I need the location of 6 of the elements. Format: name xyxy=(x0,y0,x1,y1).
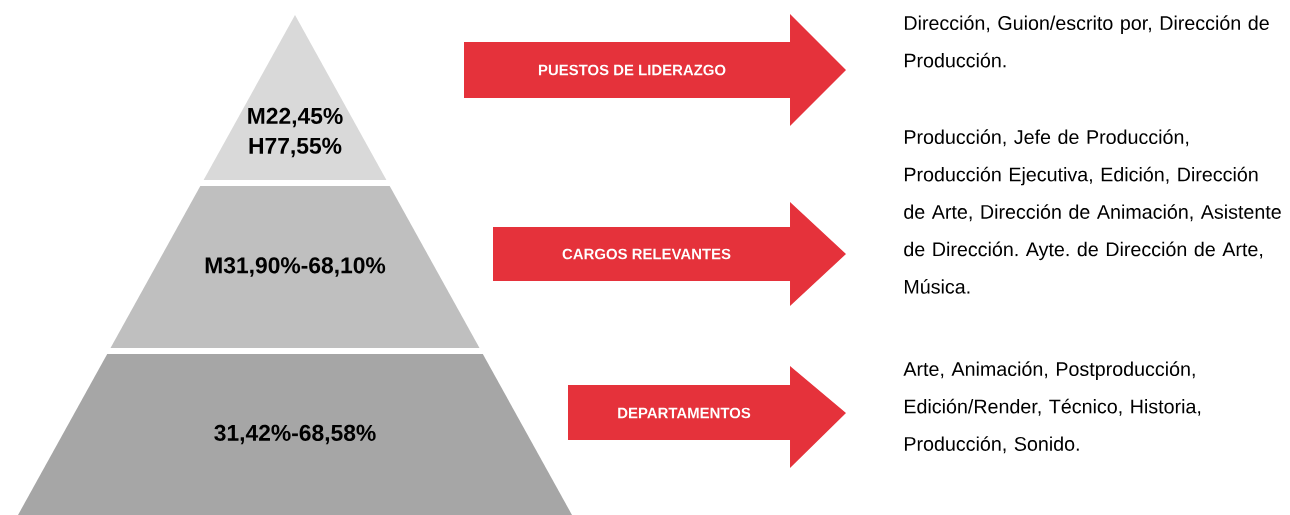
description-text: Arte, Animación, Postproducción, Edición/Render, Técnico, Historia, Producción, Sonido. xyxy=(903,361,1201,454)
pyramid-tier: 31,42%-68,58% xyxy=(18,354,572,515)
description-text: Dirección, Guion/escrito por, Dirección de Producción. xyxy=(905,15,1269,68)
description-text: Producción, Jefe de Producción, Producción Ejecutiva, Edición, Dirección de Arte, Dirección de Animación, Asistente de Dirección. Ayte. de Dirección de Arte, Música. xyxy=(904,129,1281,294)
pyramid-tier: M22,45% H77,55% xyxy=(203,15,387,180)
pyramid-tier: M31,90%-68,10% xyxy=(110,186,480,348)
